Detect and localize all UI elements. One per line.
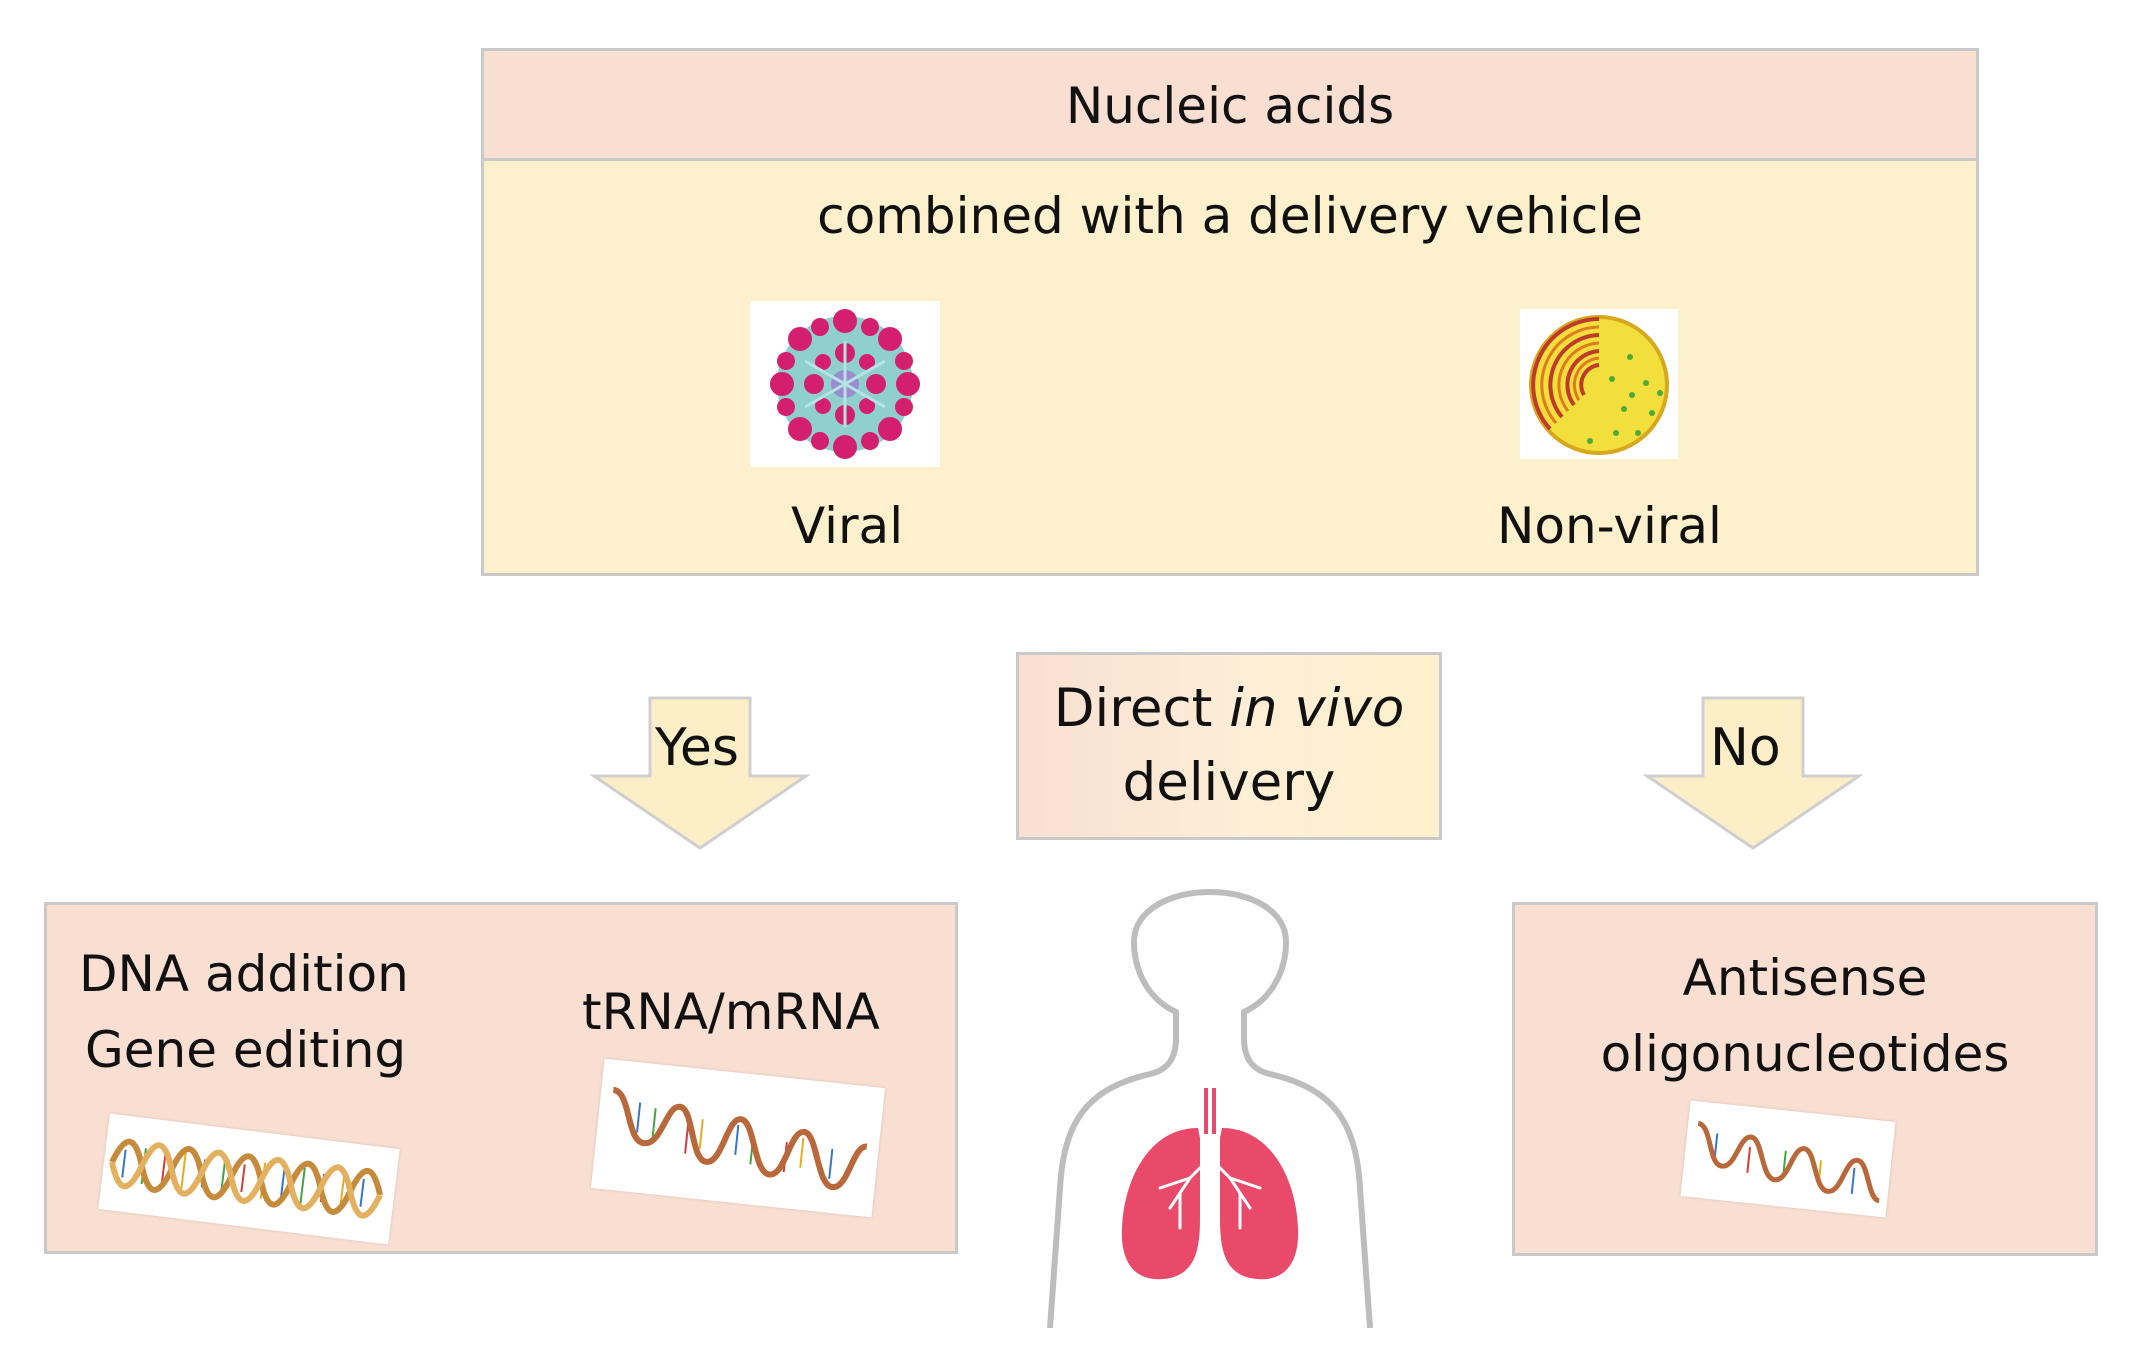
no-arrow bbox=[1643, 696, 1863, 850]
direct-text: Direct bbox=[1053, 678, 1230, 739]
human-silhouette-icon bbox=[1047, 889, 1373, 1328]
delivery-vehicle-panel: combined with a delivery vehicle bbox=[481, 158, 1979, 576]
dna-helix-image bbox=[98, 1113, 400, 1245]
dna-helix-icon bbox=[109, 1138, 383, 1219]
yes-label: Yes bbox=[655, 718, 739, 778]
antisense-oligonucleotides-box: Antisense oligonucleotides bbox=[1512, 902, 2098, 1256]
lipid-nanoparticle-icon bbox=[1529, 315, 1669, 455]
in-vivo-text: in vivo bbox=[1229, 678, 1405, 739]
dna-addition-label: DNA addition bbox=[79, 945, 409, 1003]
nonviral-particle-image bbox=[1520, 309, 1678, 459]
direct-in-vivo-delivery-box: Direct in vivo delivery bbox=[1016, 652, 1442, 840]
rna-strand-image bbox=[590, 1058, 886, 1218]
delivery-text: delivery bbox=[1122, 752, 1336, 813]
oligonucleotides-label: oligonucleotides bbox=[1600, 1025, 2010, 1083]
viral-particle-image bbox=[750, 301, 940, 467]
lungs-icon bbox=[1121, 1088, 1299, 1280]
direct-in-vivo-line: Direct in vivo bbox=[1054, 672, 1405, 746]
oligonucleotide-strand-image bbox=[1680, 1100, 1896, 1218]
rna-strand-icon bbox=[612, 1086, 868, 1191]
no-label: No bbox=[1710, 718, 1781, 778]
antisense-label: Antisense bbox=[1682, 949, 1928, 1007]
trna-mrna-label: tRNA/mRNA bbox=[582, 983, 880, 1041]
delivery-vehicle-subtitle: combined with a delivery vehicle bbox=[817, 187, 1643, 245]
virus-icon bbox=[770, 309, 920, 459]
gene-editing-label: Gene editing bbox=[85, 1021, 407, 1079]
dna-rna-therapy-box: DNA addition Gene editing tRNA/mRNA bbox=[44, 902, 958, 1254]
oligonucleotide-strand-icon bbox=[1697, 1120, 1881, 1204]
nucleic-acids-title: Nucleic acids bbox=[1065, 76, 1395, 135]
nucleic-acids-header: Nucleic acids bbox=[481, 48, 1979, 160]
yes-arrow bbox=[590, 696, 810, 850]
nonviral-label: Non-viral bbox=[1497, 497, 1722, 555]
viral-label: Viral bbox=[791, 497, 904, 555]
